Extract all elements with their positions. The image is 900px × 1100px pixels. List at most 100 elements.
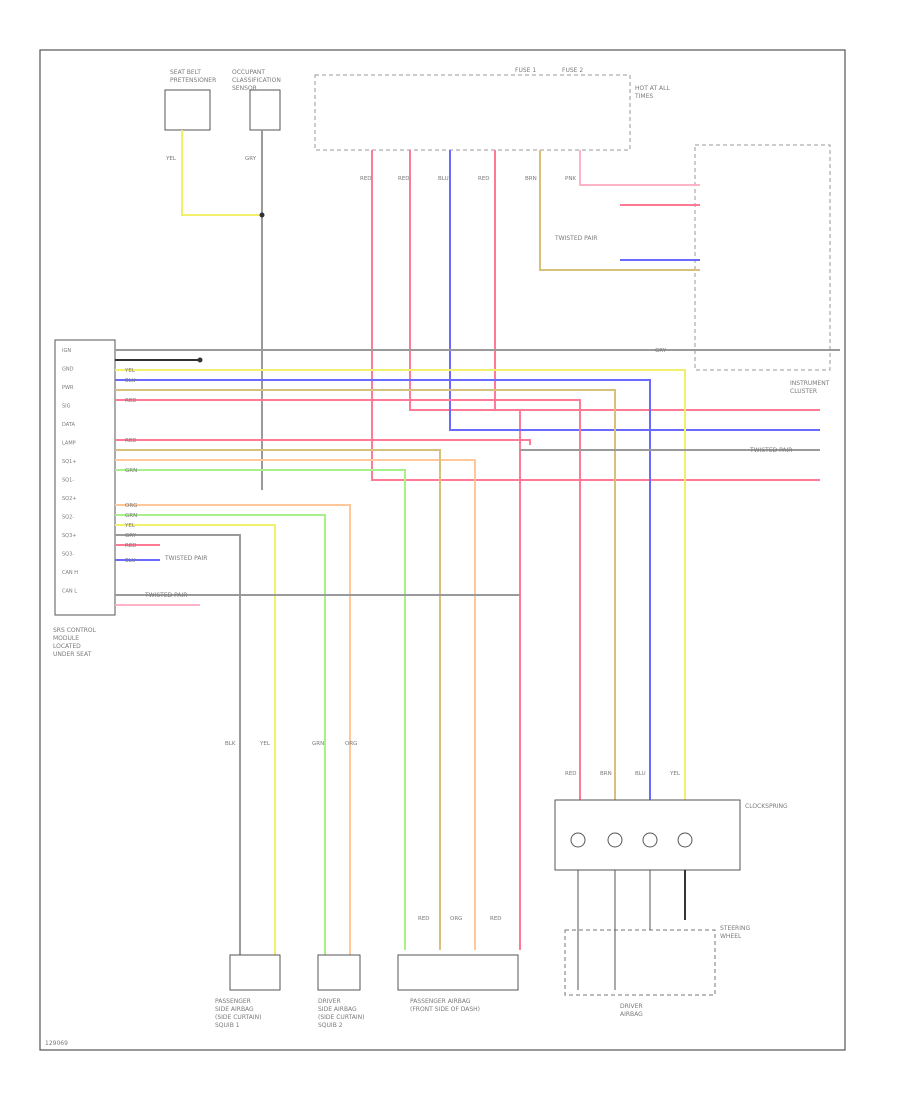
wire-label: GRY xyxy=(125,533,137,539)
fuse-label-2: FUSE 2 xyxy=(562,67,583,74)
wire-label: GRN xyxy=(125,468,137,474)
wire-label: BLU xyxy=(125,378,136,384)
cluster-label-2: CLUSTER xyxy=(790,388,817,395)
steering-label-1: STEERING xyxy=(720,925,750,932)
clockspring-label: CLOCKSPRING xyxy=(745,803,788,810)
wire-label: ORG xyxy=(450,916,462,922)
wire-green-2 xyxy=(115,514,326,955)
wire-orange-1 xyxy=(115,459,476,950)
wire-red-1 xyxy=(371,150,820,481)
wire-red-3 xyxy=(494,150,820,411)
srs-pin-label: IGN xyxy=(62,348,71,354)
wire-label: RED xyxy=(478,176,490,182)
srs-pin-label: SQ2+ xyxy=(62,496,76,502)
splice-dot-2 xyxy=(197,357,203,363)
wire-blue-1 xyxy=(449,150,820,431)
wire-tan-3 xyxy=(115,449,441,950)
wire-gray-4 xyxy=(115,534,241,955)
wire-label: BRN xyxy=(600,771,612,777)
wire-label: ORG xyxy=(345,741,357,747)
wire-label: BLU xyxy=(635,771,646,777)
left-curtain-label-2: SIDE AIRBAG xyxy=(215,1006,254,1013)
left-curtain-label-3: (SIDE CURTAIN) xyxy=(215,1014,261,1021)
srs-pin-label: CAN L xyxy=(62,589,77,595)
srs-pin-label: SQ3+ xyxy=(62,533,76,539)
srs-pin-label: SQ1+ xyxy=(62,459,76,465)
steering-wheel-outline xyxy=(564,929,716,996)
seat-sensor-label-2: CLASSIFICATION xyxy=(232,77,281,84)
clockspring-terminal-1 xyxy=(570,832,586,848)
wire-green-1 xyxy=(115,469,406,950)
srs-label-1: SRS CONTROL xyxy=(53,627,97,634)
wire-label: ORG xyxy=(125,503,137,509)
srs-unit-outline xyxy=(54,339,116,616)
fuse-block-outline xyxy=(314,74,631,151)
clockspring-box xyxy=(554,799,741,871)
clockspring-terminal-2 xyxy=(607,832,623,848)
occupant-sensor-box xyxy=(164,89,211,131)
diagram-frame xyxy=(39,49,846,1051)
wire-red-5 xyxy=(115,399,581,800)
wire-tan-2 xyxy=(115,389,616,800)
passenger-airbag-label-1: PASSENGER AIRBAG xyxy=(410,998,471,1005)
wire-yellow-2 xyxy=(115,369,686,800)
instrument-cluster-outline xyxy=(694,144,831,371)
cluster-label-1: INSTRUMENT xyxy=(790,380,830,387)
occupant-sensor-label-2: PRETENSIONER xyxy=(170,77,216,84)
passenger-airbag-box xyxy=(397,954,519,991)
wire-label: BRN xyxy=(525,176,537,182)
passenger-airbag-label-2: (FRONT SIDE OF DASH) xyxy=(410,1006,480,1013)
wire-blue-3 xyxy=(115,379,651,800)
twisted-pair-label-3: TWISTED PAIR xyxy=(749,447,792,454)
right-curtain-label-3: (SIDE CURTAIN) xyxy=(318,1014,364,1021)
wire-yellow-1 xyxy=(181,130,262,216)
driver-airbag-label-1: DRIVER xyxy=(620,1003,643,1010)
wire-label: RED xyxy=(490,916,502,922)
wire-label: BLU xyxy=(438,176,449,182)
fuse-label-1: FUSE 1 xyxy=(515,67,536,74)
wire-tan-1 xyxy=(539,150,700,271)
seat-position-box xyxy=(249,89,281,131)
wire-label: YEL xyxy=(124,368,136,374)
srs-pin-list: IGNGNDPWRSIGDATALAMPSQ1+SQ1-SQ2+SQ2-SQ3+… xyxy=(62,348,78,595)
driver-airbag-label-2: AIRBAG xyxy=(620,1011,643,1018)
passenger-side-airbag-box xyxy=(229,954,281,991)
wire-label: GRY xyxy=(245,156,257,162)
clockspring-terminal-4 xyxy=(677,832,693,848)
srs-pin-label: SQ1- xyxy=(62,478,74,484)
steering-label-2: WHEEL xyxy=(720,933,742,940)
wire-label: YEL xyxy=(259,741,271,747)
wire-label: RED xyxy=(565,771,577,777)
srs-label-3: LOCATED xyxy=(53,643,81,650)
clockspring-terminal-3 xyxy=(642,832,658,848)
wire-label: RED xyxy=(125,398,137,404)
srs-pin-label: PWR xyxy=(62,385,74,391)
wire-label: BLU xyxy=(125,558,136,564)
wire-label: GRN xyxy=(312,741,324,747)
right-curtain-label-2: SIDE AIRBAG xyxy=(318,1006,357,1013)
wire-group xyxy=(115,130,840,955)
wire-label: BLK xyxy=(225,741,236,747)
wire-red-6 xyxy=(115,439,531,445)
wire-label: GRY xyxy=(655,348,667,354)
fuse-block-label-1: HOT AT ALL xyxy=(635,85,670,92)
wire-yellow-3 xyxy=(115,524,276,955)
twisted-pair-label-1: TWISTED PAIR xyxy=(554,235,597,242)
srs-pin-label: SIG xyxy=(62,404,71,410)
wire-label: RED xyxy=(398,176,410,182)
wire-label: YEL xyxy=(165,156,177,162)
wire-label: PNK xyxy=(565,176,576,182)
wire-label: GRN xyxy=(125,513,137,519)
srs-pin-label: LAMP xyxy=(62,441,76,447)
splice-dot-1 xyxy=(259,212,265,218)
right-curtain-label-1: DRIVER xyxy=(318,998,341,1005)
fuse-block-label-2: TIMES xyxy=(634,93,653,100)
srs-pin-label: CAN H xyxy=(62,570,78,576)
twisted-pair-label-4: TWISTED PAIR xyxy=(144,592,187,599)
srs-pin-label: DATA xyxy=(62,422,75,428)
wire-pink-1 xyxy=(579,150,700,186)
seat-sensor-label-3: SENSOR xyxy=(232,85,257,92)
occupant-sensor-label-1: SEAT BELT xyxy=(170,69,201,76)
